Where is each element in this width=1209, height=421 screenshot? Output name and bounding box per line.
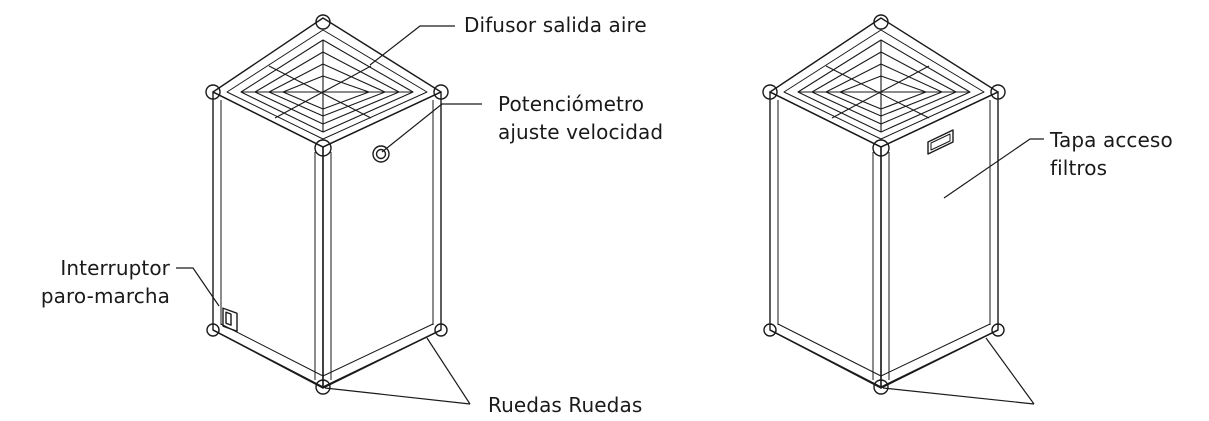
left-unit-top-frame (212, 17, 442, 148)
label-tapa-line2: filtros (1050, 156, 1108, 180)
right-unit-front-left-panel (769, 91, 882, 389)
label-ruedas: Ruedas Ruedas (488, 391, 642, 419)
label-difusor-salida-aire: Difusor salida aire (464, 11, 647, 39)
left-unit-front-left-panel (212, 91, 324, 389)
left-unit-front-right-panel (322, 91, 442, 389)
on-off-switch-left (222, 307, 238, 333)
label-tapa-acceso-filtros: Tapa acceso filtros (1050, 126, 1173, 182)
label-interruptor: Interruptor paro-marcha (10, 254, 170, 310)
speed-potentiometer-left (372, 145, 390, 163)
leader-lines-right (882, 138, 1044, 405)
label-interruptor-line1: Interruptor (60, 256, 170, 280)
air-purifier-right (762, 14, 1006, 395)
label-difusor-text: Difusor salida aire (464, 13, 647, 37)
right-unit-top-frame (769, 17, 999, 148)
leader-lines-left (176, 25, 482, 405)
air-diffuser-right (797, 39, 971, 133)
label-interruptor-line2: paro-marcha (40, 284, 170, 308)
label-tapa-line1: Tapa acceso (1050, 128, 1173, 152)
label-potenciometro-line1: Potenciómetro (498, 92, 645, 116)
air-purifier-left (205, 14, 449, 395)
label-potenciometro-line2: ajuste velocidad (498, 120, 664, 144)
air-diffuser-left (240, 39, 414, 133)
label-potenciometro: Potenciómetro ajuste velocidad (498, 90, 663, 146)
filter-access-handle (927, 129, 954, 155)
label-ruedas-text: Ruedas Ruedas (488, 393, 643, 417)
